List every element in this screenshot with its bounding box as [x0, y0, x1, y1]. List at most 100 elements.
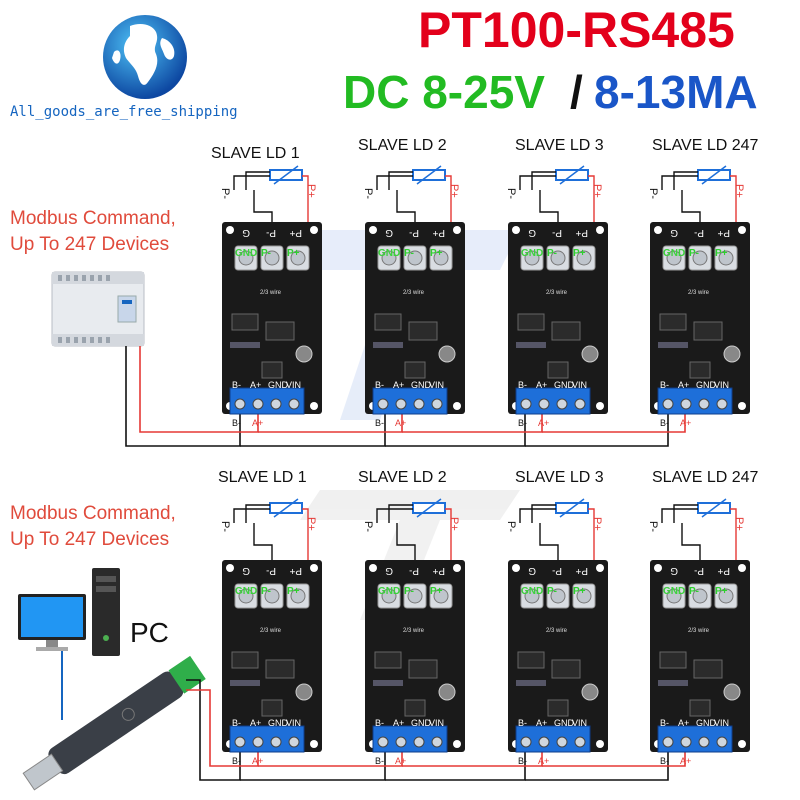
lead-p-minus-joined: [539, 190, 559, 228]
top-terminal-label: G: [385, 227, 393, 238]
capacitor-icon: [723, 683, 741, 701]
lead-p-minus-2: [388, 171, 413, 190]
lead-p-plus: [588, 175, 595, 228]
lead-p-minus-1: [376, 508, 413, 523]
top-terminal-label: G: [670, 227, 678, 238]
sensor-label-p-plus: P+: [448, 184, 460, 198]
sensor-slash: [416, 498, 442, 518]
terminal-screw-icon: [270, 398, 282, 410]
terminal-screw-icon: [395, 398, 407, 410]
mount-hole: [512, 564, 520, 572]
bottom-terminal-label: B-: [232, 380, 241, 390]
mount-hole: [596, 402, 604, 410]
screw-head-icon: [290, 588, 306, 604]
bottom-slave-label-4: SLAVE LD 247: [652, 469, 759, 486]
lead-p-minus-1: [233, 175, 270, 190]
top-terminal-label: P-: [694, 565, 704, 576]
sensor-label-p-plus: P+: [591, 184, 603, 198]
ic-chip: [261, 361, 283, 379]
capacitor-icon: [581, 345, 599, 363]
ic-chip: [689, 699, 711, 717]
sensor-label-p-minus: P-: [505, 521, 517, 532]
bottom-terminal-label: A+: [393, 380, 404, 390]
terminal-screw-icon: [680, 398, 692, 410]
wire-note-label: 2/3 wire: [260, 628, 282, 634]
wire-note-label: 2/3 wire: [260, 290, 282, 296]
top-terminal-label: P+: [432, 565, 445, 576]
lead-p-minus-2: [531, 504, 556, 523]
top-terminal-label: P-: [266, 227, 276, 238]
terminal-screw-icon: [431, 736, 443, 748]
terminal-screw-icon: [556, 398, 568, 410]
bottom-terminal-label: A+: [250, 380, 261, 390]
bottom-terminal-label: GND: [268, 380, 289, 390]
bottom-terminal-label: VIN: [714, 718, 729, 728]
ic-chip: [689, 361, 711, 379]
sensor-slash: [273, 498, 299, 518]
screw-head-icon: [381, 250, 397, 266]
terminal-screw-icon: [234, 398, 246, 410]
usb-rs485-adapter-icon: [22, 655, 206, 791]
terminal-screw-icon: [574, 398, 586, 410]
screw-head-icon: [264, 588, 280, 604]
mount-hole: [512, 226, 520, 234]
pad-label: GND: [378, 248, 400, 259]
ic-chip: [693, 659, 723, 679]
wire-note-label: 2/3 wire: [688, 628, 710, 634]
lead-p-minus-2: [245, 171, 270, 190]
pad-label: P+: [573, 586, 586, 597]
terminal-screw-icon: [377, 398, 389, 410]
pad-label: P+: [287, 248, 300, 259]
capacitor-icon: [295, 345, 313, 363]
sensor-label-p-minus: P-: [219, 188, 231, 199]
pad-label: P+: [715, 586, 728, 597]
lead-p-plus: [588, 508, 595, 561]
mount-hole: [369, 564, 377, 572]
sensor-label-p-plus: P+: [305, 184, 317, 198]
bus-label-b: B-: [660, 418, 669, 428]
bus-label-a: A+: [538, 418, 549, 428]
mount-hole: [738, 740, 746, 748]
wire-note-label: 2/3 wire: [403, 290, 425, 296]
top-terminal-label: G: [242, 565, 250, 576]
top-slave-label-4: SLAVE LD 247: [652, 137, 759, 154]
screw-head-icon: [576, 588, 592, 604]
bottom-terminal-label: GND: [696, 380, 717, 390]
screw-head-icon: [550, 250, 566, 266]
sensor-label-p-minus: P-: [219, 521, 231, 532]
terminal-screw-icon: [574, 736, 586, 748]
screw-head-icon: [407, 250, 423, 266]
screw-head-icon: [718, 250, 734, 266]
top-terminal-label: P-: [409, 227, 419, 238]
mount-hole: [596, 740, 604, 748]
mount-hole: [310, 402, 318, 410]
lead-p-plus: [302, 175, 309, 228]
lead-p-plus: [445, 175, 452, 228]
bottom-terminal-label: VIN: [714, 380, 729, 390]
mount-hole: [654, 226, 662, 234]
terminal-screw-icon: [431, 398, 443, 410]
current-spec: 8-13MA: [594, 66, 758, 118]
smd-row: [373, 342, 403, 348]
top-terminal-label: P+: [289, 565, 302, 576]
mount-hole: [654, 564, 662, 572]
ic-chip: [265, 321, 295, 341]
bottom-terminal-label: A+: [678, 718, 689, 728]
top-terminal-label: P+: [575, 227, 588, 238]
bottom-terminal-label: B-: [660, 718, 669, 728]
ic-chip: [261, 699, 283, 717]
pad-label: P-: [261, 248, 271, 259]
mount-hole: [369, 226, 377, 234]
product-title: PT100-RS485: [418, 2, 735, 58]
lead-p-minus-1: [376, 175, 413, 190]
terminal-screw-icon: [288, 398, 300, 410]
lead-p-minus-joined: [681, 523, 701, 561]
sensor-label-p-plus: P+: [733, 517, 745, 531]
bottom-terminal-label: GND: [268, 718, 289, 728]
